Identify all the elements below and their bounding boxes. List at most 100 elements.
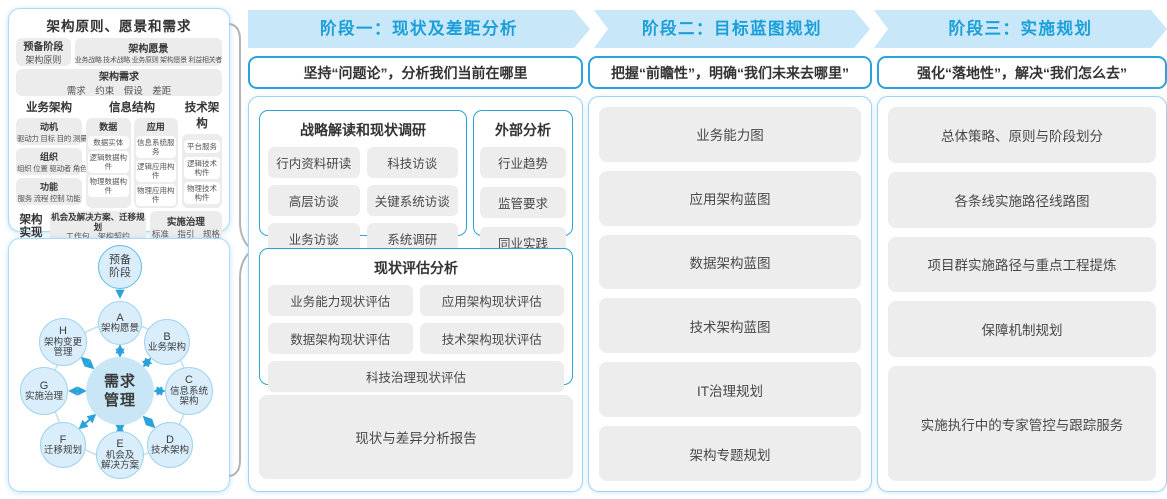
phase3-item: 总体策略、原则与阶段划分 (888, 107, 1156, 163)
data-item: 数据实体 (88, 136, 129, 149)
governance-title: 实施治理 (166, 216, 205, 228)
application-title: 应用 (146, 122, 165, 132)
node-letter: E (116, 438, 124, 451)
application-item: 信息系统服务 (135, 136, 176, 158)
opportunities-title: 机会及解决方案、迁移规划 (51, 212, 145, 233)
adm-node-a: A 架构愿景 (98, 301, 142, 345)
node-letter: H (59, 325, 67, 338)
data-item: 物理数据构件 (88, 175, 129, 197)
phase3-header: 阶段三：实施规划 (874, 10, 1167, 48)
data-box: 数据 数据实体 逻辑数据构件 物理数据构件 (86, 118, 131, 208)
node-letter: G (39, 379, 49, 392)
phase2-item: 技术架构蓝图 (599, 298, 861, 354)
adm-cycle-panel: 预备 阶段 A 架构愿景 B 业务架构 C 信息系统 架构 D 技术架构 E 机… (8, 238, 230, 492)
phase3-item: 各条线实施路径线路图 (888, 171, 1156, 228)
implementation-governance-box: 实施治理 标准 指引 规格 (149, 211, 222, 243)
framework-panel: 架构原则、愿景和需求 预备阶段 架构原则 架构愿景 业务战略 技术战略 业务原则… (8, 8, 230, 243)
external-item: 监管要求 (480, 187, 566, 218)
governance-sub: 标准 指引 规格 (151, 228, 220, 239)
phase3-subtitle: 强化“落地性”，解决“我们怎么去” (877, 56, 1167, 89)
node-letter: D (166, 433, 174, 446)
node-label: 架构愿景 (100, 322, 139, 334)
business-architecture-column: 业务架构 动机 驱动力 目标 目的 测量 组织 组织 位置 驱动者 角色 功能 … (16, 99, 88, 208)
phase1-header: 阶段一：现状及差距分析 (248, 10, 590, 48)
phase2-item: 应用架构蓝图 (599, 170, 861, 226)
requirements-title: 架构需求 (99, 72, 139, 83)
motivation-sub: 驱动力 目标 目的 测量 (17, 133, 88, 143)
node-letter: F (59, 433, 67, 446)
prep-phase-sub: 架构原则 (25, 55, 62, 65)
assessment-item-full: 科技治理现状评估 (268, 361, 564, 392)
phase2-item: 架构专题规划 (599, 426, 861, 481)
application-item: 逻辑应用构件 (135, 160, 176, 182)
adm-node-c: C 信息系统 架构 (165, 367, 213, 415)
phase3-item: 实施执行中的专家管控与跟踪服务 (888, 366, 1156, 481)
adm-node-f: F 迁移规划 (40, 422, 86, 468)
technology-item: 物理技术构件 (184, 182, 220, 205)
phase2-item: 业务能力图 (599, 107, 861, 162)
prep-phase-box: 预备阶段 架构原则 (16, 38, 71, 66)
strategy-survey-title: 战略解读和现状调研 (300, 122, 426, 138)
information-structure-column: 信息结构 数据 数据实体 逻辑数据构件 物理数据构件 应用 信息系统服务 逻辑应… (86, 99, 178, 208)
phase2-subtitle: 把握“前瞻性”，明确“我们未来去哪里” (588, 56, 872, 89)
data-item: 逻辑数据构件 (88, 151, 129, 173)
business-column-title: 业务架构 (26, 102, 72, 114)
application-item: 物理应用构件 (135, 184, 176, 206)
phase2-header: 阶段二：目标蓝图规划 (594, 10, 870, 48)
adm-node-e: E 机会及 解决方案 (96, 431, 144, 479)
node-letter: A (116, 311, 124, 324)
framework-columns: 业务架构 动机 驱动力 目标 目的 测量 组织 组织 位置 驱动者 角色 功能 … (16, 99, 222, 208)
application-box: 应用 信息系统服务 逻辑应用构件 物理应用构件 (133, 118, 178, 208)
node-letter: B (163, 330, 171, 343)
phase2-panel: 业务能力图 应用架构蓝图 数据架构蓝图 技术架构蓝图 IT治理规划 架构专题规划 (588, 96, 872, 492)
adm-node-b: B 业务架构 (144, 319, 190, 365)
node-label: 信息系统 架构 (169, 385, 208, 408)
requirements-sub: 需求 约束 假设 差距 (66, 86, 172, 97)
assessment-item: 应用架构现状评估 (419, 285, 564, 316)
technology-column-title: 技术架构 (184, 102, 220, 130)
organization-sub: 组织 位置 驱动者 角色 (17, 163, 88, 173)
motivation-box: 动机 驱动力 目标 目的 测量 (16, 118, 88, 145)
survey-item: 高层访谈 (268, 185, 360, 216)
technology-item: 逻辑技术构件 (184, 156, 220, 179)
external-analysis-box: 外部分析 行业趋势 监管要求 同业实践 (473, 110, 573, 258)
gap-analysis-report-box: 现状与差异分析报告 (259, 395, 573, 479)
node-label: 技术架构 (150, 444, 189, 456)
function-sub: 服务 流程 控制 功能 (17, 193, 81, 203)
strategy-survey-box: 战略解读和现状调研 行内资料研读 科技访谈 高层访谈 关键系统访谈 业务访谈 系… (259, 110, 467, 254)
phase3-panel: 总体策略、原则与阶段划分 各条线实施路径线路图 项目群实施路径与重点工程提炼 保… (877, 96, 1167, 492)
framework-title: 架构原则、愿景和需求 (46, 19, 192, 34)
assessment-box: 现状评估分析 业务能力现状评估 应用架构现状评估 数据架构现状评估 技术架构现状… (259, 248, 573, 392)
motivation-title: 动机 (39, 121, 58, 132)
organization-title: 组织 (39, 151, 58, 162)
technology-item: 平台服务 (184, 139, 220, 153)
survey-item: 关键系统访谈 (366, 185, 458, 216)
adm-node-d: D 技术架构 (147, 422, 193, 468)
realization-row: 架构实现 机会及解决方案、迁移规划 工作包 架构契约 实施治理 标准 指引 规格 (16, 211, 222, 243)
vision-sub: 业务战略 技术战略 业务原则 架构愿景 利益相关者 (74, 56, 223, 64)
vision-title: 架构愿景 (128, 43, 169, 55)
assessment-item: 业务能力现状评估 (268, 285, 413, 316)
node-label: 架构变更 管理 (43, 336, 82, 359)
opportunities-migration-box: 机会及解决方案、迁移规划 工作包 架构契约 (50, 211, 146, 243)
information-column-title: 信息结构 (109, 102, 155, 114)
phase1-panel: 战略解读和现状调研 行内资料研读 科技访谈 高层访谈 关键系统访谈 业务访谈 系… (248, 96, 583, 492)
survey-item: 行内资料研读 (268, 147, 360, 178)
opportunities-sub: 工作包 架构契约 (65, 232, 130, 242)
phase2-item: IT治理规划 (599, 362, 861, 418)
survey-item: 科技访谈 (366, 147, 458, 178)
vision-box: 架构愿景 业务战略 技术战略 业务原则 架构愿景 利益相关者 (74, 38, 223, 66)
adm-node-g: G 实施治理 (20, 367, 68, 415)
organization-box: 组织 组织 位置 驱动者 角色 (16, 148, 88, 175)
phase3-item: 保障机制规划 (888, 301, 1156, 358)
phase1-subtitle: 坚持“问题论”，分析我们当前在哪里 (248, 56, 583, 89)
node-letter: C (185, 374, 193, 387)
framework-row-top: 预备阶段 架构原则 架构愿景 业务战略 技术战略 业务原则 架构愿景 利益相关者 (16, 38, 222, 66)
technology-architecture-column: 技术架构 平台服务 逻辑技术构件 物理技术构件 (182, 99, 222, 208)
function-box: 功能 服务 流程 控制 功能 (16, 178, 82, 205)
data-title: 数据 (99, 122, 118, 132)
function-title: 功能 (39, 181, 58, 192)
node-label: 机会及 解决方案 (100, 449, 139, 472)
adm-node-prep: 预备 阶段 (98, 245, 142, 289)
